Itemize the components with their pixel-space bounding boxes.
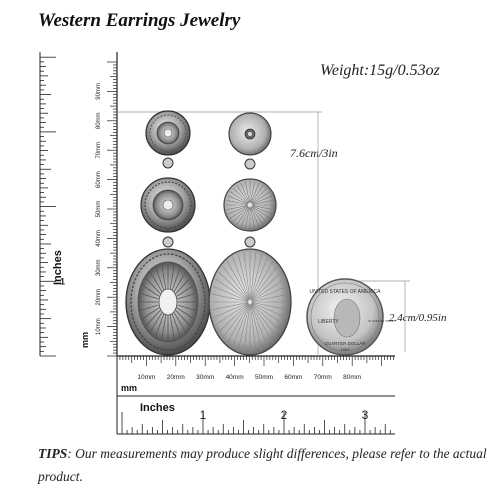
vertical-mm-tick-label: 50mm bbox=[96, 201, 102, 218]
vertical-ruler: 10mm 20mm 30mm 40mm 50mm 60mm 70mm 80mm 90mm 1 bbox=[39, 52, 118, 357]
coin-liberty-text: LIBERTY bbox=[318, 319, 339, 325]
vertical-mm-tick-label: 30mm bbox=[96, 259, 102, 276]
vertical-mm-tick-label: 80mm bbox=[96, 112, 102, 129]
vertical-mm-tick-label: 60mm bbox=[96, 171, 102, 188]
horizontal-mm-tick-label: 80mm bbox=[343, 374, 361, 381]
vertical-mm-tick-label: 70mm bbox=[96, 142, 102, 159]
tips-note: TIPS: Our measurements may produce sligh… bbox=[38, 442, 488, 488]
coin-dimension-label: 2.4cm/0.95in bbox=[389, 312, 447, 324]
tips-label: TIPS bbox=[38, 446, 68, 461]
horizontal-mm-tick-label: 10mm bbox=[137, 374, 155, 381]
quarter-coin: UNITED STATES OF AMERICA LIBERTY IN GOD … bbox=[306, 278, 395, 356]
coin-bottom-text: QUARTER DOLLAR bbox=[324, 341, 366, 346]
horizontal-mm-label: mm bbox=[121, 383, 138, 393]
horizontal-inch-tick-label: 2 bbox=[281, 408, 288, 422]
vertical-mm-tick-label: 90mm bbox=[96, 83, 102, 100]
horizontal-mm-tick-label: 40mm bbox=[226, 374, 244, 381]
vertical-mm-label: mm bbox=[80, 331, 90, 348]
horizontal-ruler: 10mm 20mm 30mm 40mm 50mm 60mm 70mm 80mm 1 2 3 bbox=[116, 355, 395, 435]
horizontal-inches-label: Inches bbox=[140, 402, 175, 414]
horizontal-inch-tick-label: 1 bbox=[200, 408, 207, 422]
vertical-mm-tick-label: 20mm bbox=[96, 289, 102, 306]
vertical-inch-tick-label: 1 bbox=[60, 276, 65, 286]
horizontal-inch-tick-label: 3 bbox=[362, 408, 369, 422]
earring-back bbox=[208, 112, 292, 356]
horizontal-mm-tick-label: 50mm bbox=[255, 374, 273, 381]
horizontal-mm-tick-label: 30mm bbox=[196, 374, 214, 381]
vertical-mm-tick-label: 10mm bbox=[96, 318, 102, 335]
vertical-mm-ticks: 10mm 20mm 30mm 40mm 50mm 60mm 70mm 80mm 90mm bbox=[96, 61, 117, 357]
horizontal-mm-tick-label: 60mm bbox=[284, 374, 302, 381]
page-title: Western Earrings Jewelry bbox=[38, 10, 241, 31]
horizontal-mm-tick-label: 20mm bbox=[167, 374, 185, 381]
earring-front bbox=[125, 110, 211, 356]
horizontal-inch-ticks: 1 2 3 bbox=[121, 408, 391, 434]
horizontal-mm-ticks: 10mm 20mm 30mm 40mm 50mm 60mm 70mm 80mm bbox=[116, 356, 394, 381]
coin-top-text: UNITED STATES OF AMERICA bbox=[310, 289, 382, 295]
coin-motto-text: IN GOD WE TRUST bbox=[368, 319, 395, 323]
coin-year-text: 1999 bbox=[341, 347, 351, 352]
vertical-inches-label: Inches bbox=[52, 250, 64, 285]
length-dimension-label: 7.6cm/3in bbox=[290, 146, 338, 160]
weight-label: Weight:15g/0.53oz bbox=[320, 62, 440, 79]
tips-text: : Our measurements may produce slight di… bbox=[38, 446, 487, 484]
horizontal-mm-tick-label: 70mm bbox=[314, 374, 332, 381]
vertical-inch-ticks: 1 bbox=[40, 56, 65, 357]
vertical-mm-tick-label: 40mm bbox=[96, 230, 102, 247]
